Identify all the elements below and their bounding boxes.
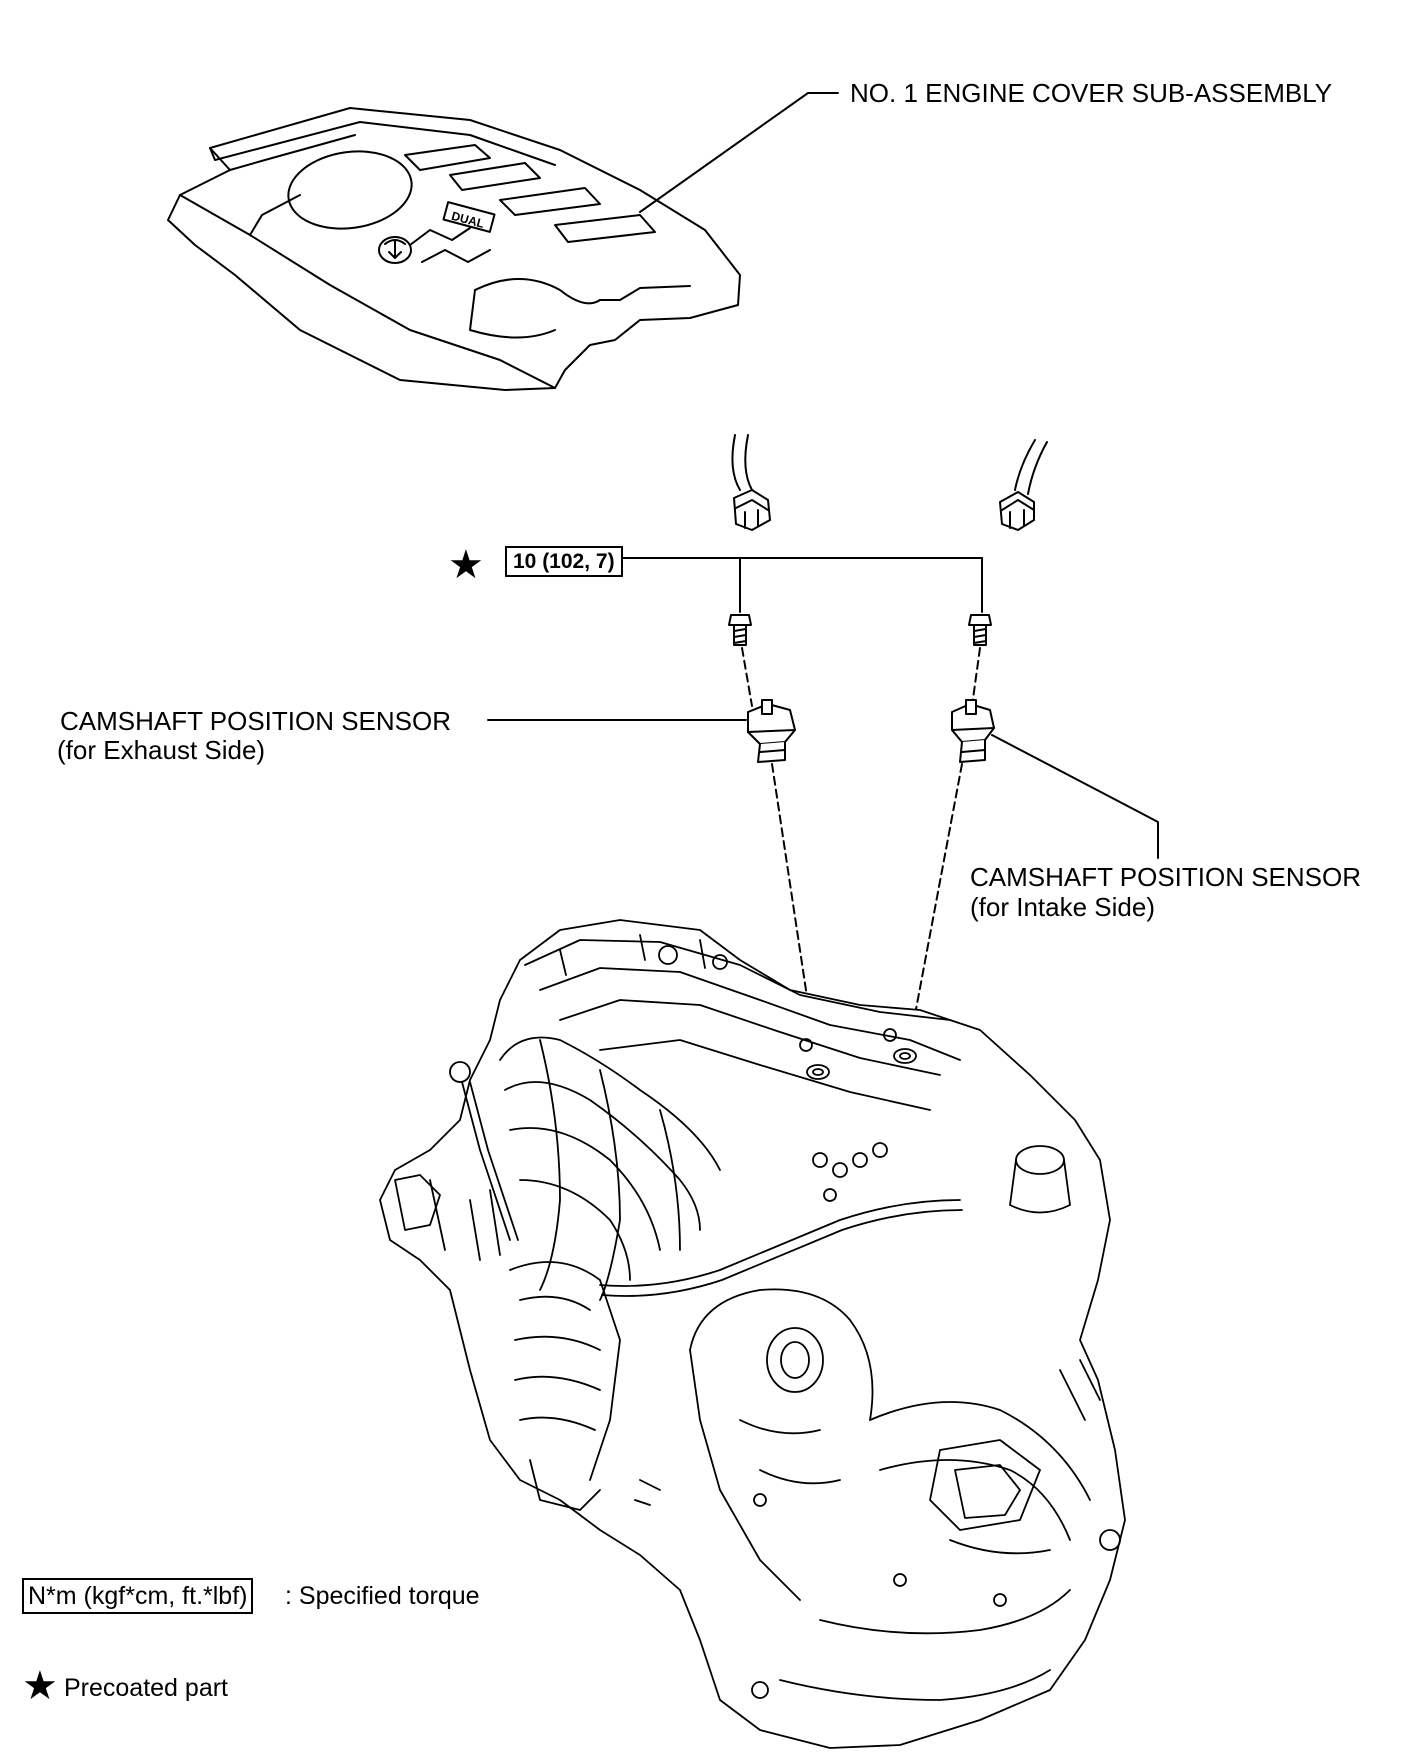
sensor-intake-sublabel: (for Intake Side) [970,892,1155,922]
bolt-exhaust-drawing [728,614,752,646]
legend-torque-unit-box: N*m (kgf*cm, ft.*lbf) [22,1578,254,1614]
legend-torque-description: : Specified torque [285,1582,480,1610]
sensor-intake-leader [991,734,1159,859]
torque-value-box: 10 (102, 7) [505,546,623,577]
torque-leader-bracket [619,557,983,613]
engine-cover-label: NO. 1 ENGINE COVER SUB-ASSEMBLY [850,78,1333,108]
sensor-exhaust-sublabel: (for Exhaust Side) [57,735,266,765]
legend-precoated-description: Precoated part [64,1674,228,1702]
engine-cover-leader [639,92,839,213]
assembly-line-exhaust-upper [741,647,753,707]
precoated-star-icon: ★ [448,542,484,588]
connector-exhaust-drawing [731,434,771,531]
sensor-intake-label: CAMSHAFT POSITION SENSOR [970,862,1362,892]
engine-cover-drawing: DUAL [167,107,741,391]
connector-intake-drawing [999,439,1048,531]
assembly-line-exhaust-lower [771,763,819,1071]
legend-star-icon: ★ [22,1663,58,1709]
sensor-exhaust-drawing [747,699,796,763]
bolt-intake-drawing [968,614,992,646]
sensor-exhaust-label: CAMSHAFT POSITION SENSOR [60,706,452,736]
engine-assembly-drawing [379,919,1126,1749]
sensor-intake-drawing [951,699,995,763]
assembly-line-intake-lower [907,763,963,1053]
assembly-line-intake-upper [971,647,981,707]
